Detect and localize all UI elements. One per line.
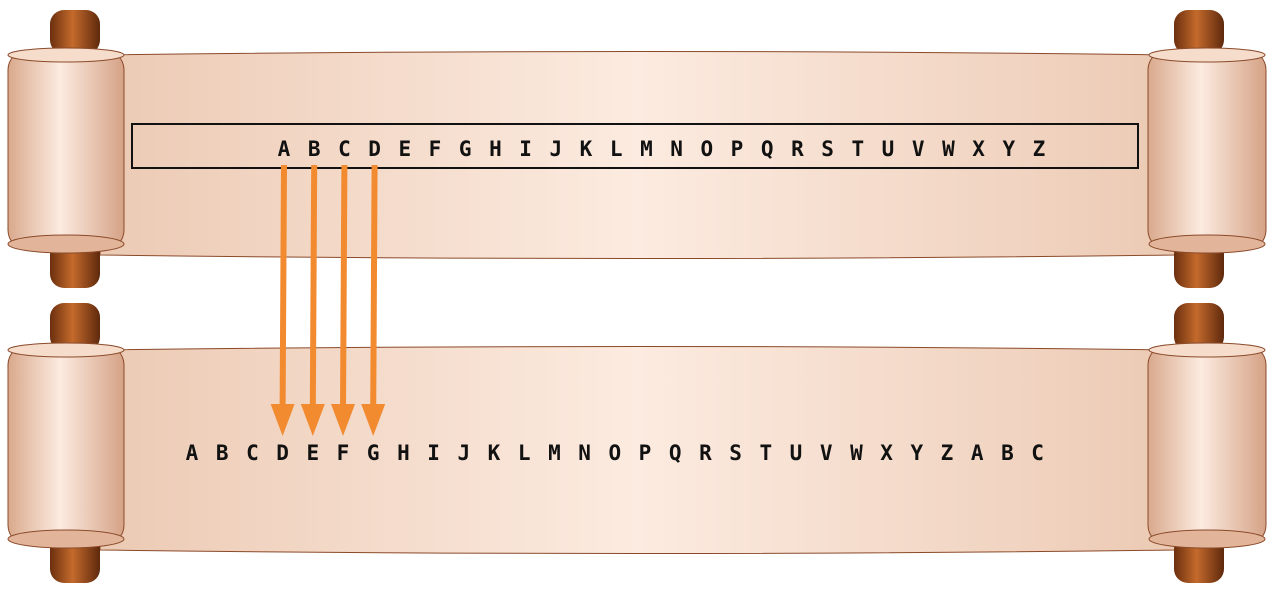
top-letter-14: O — [700, 137, 713, 161]
bottom-letter-20: U — [790, 441, 803, 465]
bottom-letter-7: H — [397, 441, 410, 465]
top-letter-4: E — [398, 137, 411, 161]
top-letter-3: D — [368, 137, 381, 161]
bottom-letter-16: Q — [669, 441, 682, 465]
top-letter-7: H — [489, 137, 502, 161]
bottom-scroll-paper — [99, 346, 1176, 554]
bottom-left-roller — [7, 303, 125, 583]
top-letter-15: P — [731, 137, 744, 161]
bottom-letter-8: I — [427, 441, 440, 465]
top-letter-1: B — [308, 137, 321, 161]
arrow-c-to-f — [340, 164, 348, 411]
bottom-right-roller — [1147, 303, 1267, 583]
arrow-b-to-e — [309, 164, 318, 411]
bottom-letter-27: B — [1001, 441, 1014, 465]
bottom-right-upper-knob — [1174, 303, 1224, 351]
top-left-roller — [7, 10, 125, 288]
top-letter-17: R — [791, 137, 804, 161]
bottom-letter-28: C — [1031, 441, 1044, 465]
bottom-letter-15: P — [639, 441, 652, 465]
bottom-left-upper-knob — [50, 303, 100, 351]
top-letter-23: X — [972, 137, 985, 161]
bottom-letter-19: T — [759, 441, 772, 465]
top-letter-0: A — [278, 137, 291, 161]
bottom-letter-25: Z — [941, 441, 954, 465]
bottom-letter-13: N — [578, 441, 591, 465]
arrowhead-f — [331, 404, 355, 436]
arrowhead-d — [270, 404, 295, 436]
bottom-letter-23: X — [880, 441, 893, 465]
top-left-upper-knob — [50, 10, 100, 54]
top-letter-9: J — [549, 137, 562, 161]
bottom-letter-1: B — [216, 441, 229, 465]
bottom-letter-21: V — [820, 441, 833, 465]
bottom-letter-6: G — [367, 441, 380, 465]
top-letter-11: L — [610, 137, 623, 161]
top-letter-18: S — [821, 137, 834, 161]
bottom-letter-10: K — [488, 441, 501, 465]
bottom-letter-22: W — [850, 441, 863, 465]
top-letter-6: G — [459, 137, 472, 161]
bottom-letter-9: J — [457, 441, 470, 465]
top-alphabet-frame — [131, 123, 1139, 169]
top-letter-13: N — [670, 137, 683, 161]
top-letter-22: W — [942, 137, 955, 161]
top-letter-16: Q — [761, 137, 774, 161]
bottom-letter-5: F — [337, 441, 350, 465]
bottom-letter-11: L — [518, 441, 531, 465]
top-letter-20: U — [882, 137, 895, 161]
bottom-letter-0: A — [186, 441, 199, 465]
top-right-upper-knob — [1174, 10, 1224, 54]
top-letter-24: Y — [1002, 137, 1015, 161]
bottom-letter-14: O — [608, 441, 621, 465]
top-letter-2: C — [338, 137, 351, 161]
arrowhead-e — [300, 404, 325, 436]
arrow-d-to-g — [370, 164, 378, 411]
top-right-roller — [1147, 10, 1267, 288]
arrowhead-g — [361, 404, 386, 436]
top-letter-25: Z — [1033, 137, 1046, 161]
top-letter-5: F — [429, 137, 442, 161]
bottom-letter-24: Y — [910, 441, 923, 465]
bottom-letter-4: E — [306, 441, 319, 465]
bottom-letter-18: S — [729, 441, 742, 465]
top-letter-10: K — [580, 137, 593, 161]
bottom-letter-17: R — [699, 441, 712, 465]
bottom-letter-26: A — [971, 441, 984, 465]
bottom-letter-3: D — [276, 441, 289, 465]
arrow-a-to-d — [279, 164, 287, 411]
bottom-letter-2: C — [246, 441, 259, 465]
top-letter-8: I — [519, 137, 532, 161]
top-letter-21: V — [912, 137, 925, 161]
bottom-letter-12: M — [548, 441, 561, 465]
top-letter-12: M — [640, 137, 653, 161]
shift-arrows — [270, 164, 386, 436]
top-letter-19: T — [851, 137, 864, 161]
